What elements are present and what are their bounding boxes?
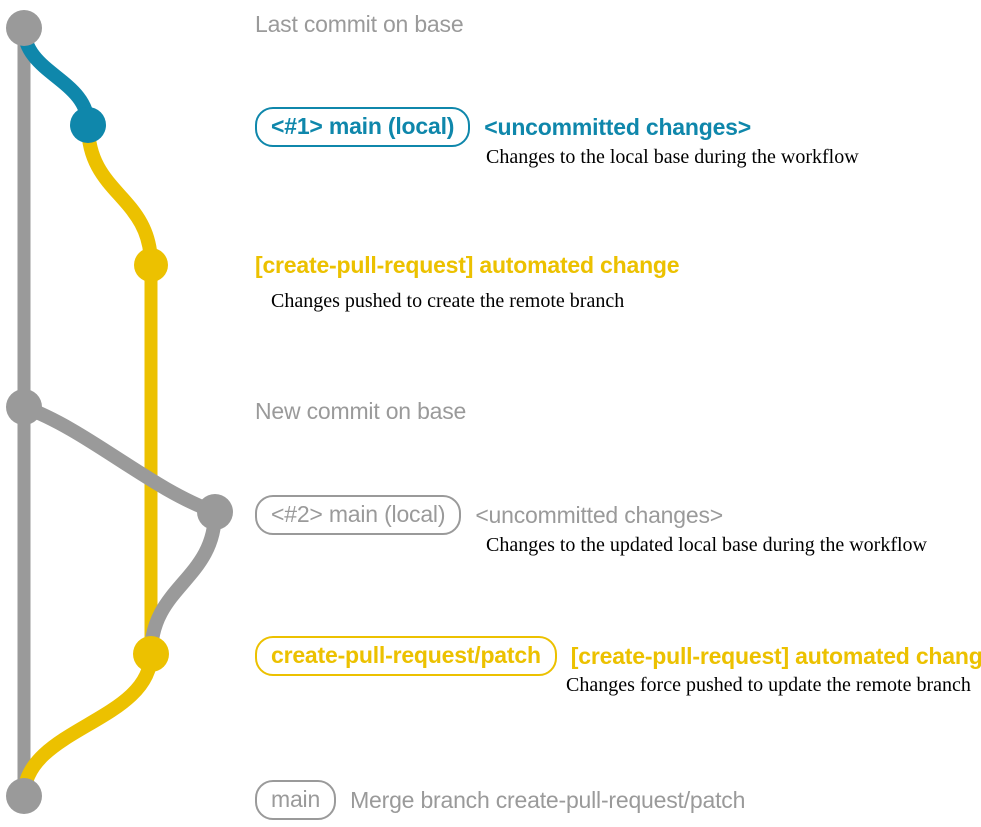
- branch-ref-pill-patch[interactable]: create-pull-request/patch: [255, 636, 557, 677]
- commit-subject: New commit on base: [255, 398, 467, 424]
- local-to-patch-line-2: [144, 505, 222, 661]
- base-to-local-line-2: [17, 400, 222, 519]
- merge-commit-node: [6, 778, 42, 814]
- base-head-node: [6, 10, 42, 46]
- commit-subject: Last commit on base: [255, 11, 464, 37]
- branch-ref-pill-main[interactable]: main: [255, 780, 337, 821]
- patch-to-merge-line: [17, 647, 158, 803]
- commit-note-automated-change-1: Changes pushed to create the remote bran…: [271, 290, 625, 312]
- branch-ref-pill-local-1[interactable]: <#1> main (local): [255, 107, 471, 148]
- branch-ref-pill-local-2[interactable]: <#2> main (local): [255, 495, 462, 536]
- commit-subject: <uncommitted changes>: [475, 502, 723, 528]
- commit-subject: Merge branch create-pull-request/patch: [350, 787, 746, 813]
- local-commit-1-node: [70, 107, 106, 143]
- commit-note-local-1: Changes to the local base during the wor…: [486, 146, 859, 168]
- commit-note-automated-change-2: Changes force pushed to update the remot…: [566, 674, 971, 696]
- commit-subject: <uncommitted changes>: [484, 114, 752, 140]
- commit-note-local-2: Changes to the updated local base during…: [486, 534, 927, 556]
- commit-row-last-commit-on-base: Last commit on base: [255, 11, 464, 37]
- commit-subject: [create-pull-request] automated change: [255, 252, 680, 278]
- commit-row-new-commit-on-base: New commit on base: [255, 398, 466, 424]
- commit-subject: [create-pull-request] automated change: [570, 643, 981, 669]
- patch-commit-2-node: [133, 636, 169, 672]
- local-commit-2-node: [197, 494, 233, 530]
- patch-branch-line-1: [81, 118, 158, 272]
- commit-row-local-1: <#1> main (local) <uncommitted changes>: [255, 107, 752, 148]
- base-new-commit-node: [6, 389, 42, 425]
- commit-row-automated-change-1: [create-pull-request] automated change: [255, 252, 680, 278]
- commit-row-automated-change-2: create-pull-request/patch [create-pull-r…: [255, 636, 981, 677]
- commit-row-merge-commit: main Merge branch create-pull-request/pa…: [255, 780, 746, 821]
- patch-commit-1-node: [134, 248, 168, 282]
- commit-row-local-2: <#2> main (local) <uncommitted changes>: [255, 495, 723, 536]
